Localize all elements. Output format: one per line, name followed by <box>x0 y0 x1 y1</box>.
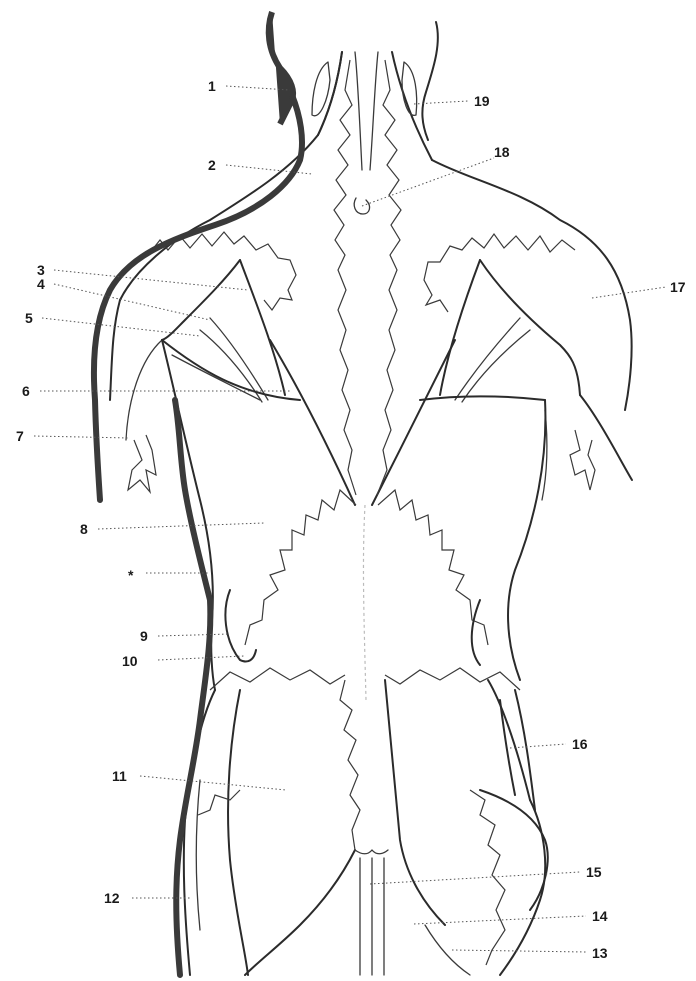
neck-right-edge <box>392 52 432 160</box>
label-12: 12 <box>104 890 120 906</box>
label-16: 16 <box>572 736 588 752</box>
right-torso-edge <box>508 400 545 680</box>
spine-center-line <box>363 505 366 700</box>
label-1: 1 <box>208 78 216 94</box>
leader-10 <box>158 656 244 660</box>
leader-4 <box>54 284 210 320</box>
lower-back <box>210 490 520 700</box>
label-5: 5 <box>25 310 33 326</box>
left-arm-inner <box>126 340 162 440</box>
trap-lower-left <box>270 340 355 505</box>
leader-3 <box>54 270 248 290</box>
right-lat-border <box>420 396 545 400</box>
left-thigh-line <box>196 780 200 930</box>
spine-zig-left <box>334 60 356 495</box>
label-18: 18 <box>494 144 510 160</box>
left-iliac-crest <box>210 668 345 690</box>
label-9: 9 <box>140 628 148 644</box>
right-tfl <box>515 690 535 810</box>
left-gluteus-outer <box>228 690 248 975</box>
label-8: 8 <box>80 521 88 537</box>
neck-tendon-1 <box>355 52 362 170</box>
hamstring-line <box>425 925 470 975</box>
leader-16 <box>510 744 566 748</box>
right-oblique-flap <box>472 600 480 665</box>
left-oblique-flap <box>225 590 256 662</box>
left-neck-muscle <box>312 62 330 116</box>
right-arm <box>580 395 632 480</box>
left-shoulder <box>120 135 318 300</box>
leader-19 <box>414 101 468 104</box>
label-19: 19 <box>474 93 490 109</box>
left-infraspinatus <box>240 260 285 395</box>
right-teres-upper <box>480 260 580 395</box>
label-6: 6 <box>22 383 30 399</box>
label-13: 13 <box>592 945 608 961</box>
left-gluteus-inner <box>340 680 360 850</box>
leader-17 <box>592 287 666 298</box>
leader-7 <box>34 436 130 438</box>
trap-neck-left <box>318 52 342 135</box>
left-glut-zig <box>198 790 240 815</box>
right-shoulder-muscles <box>420 234 595 490</box>
spine-zig-right <box>377 60 401 495</box>
neck-right-outer <box>422 22 437 140</box>
leader-13 <box>452 950 586 952</box>
right-deltoid-zig <box>424 234 575 312</box>
leader-11 <box>140 776 286 790</box>
label-7: 7 <box>16 428 24 444</box>
label-4: 4 <box>37 276 45 292</box>
leader-18 <box>362 158 494 206</box>
label-star: * <box>128 567 134 583</box>
right-teres-minor <box>455 318 520 400</box>
neck-tendon-2 <box>370 52 378 170</box>
leader-5 <box>42 318 200 336</box>
vertebra-prominens <box>354 198 369 214</box>
label-15: 15 <box>586 864 602 880</box>
left-arm-tendon <box>128 435 156 492</box>
left-shoulder-muscles <box>128 232 300 492</box>
right-hip-edge <box>488 680 530 800</box>
left-gluteus-lower <box>245 850 355 975</box>
left-teres-upper <box>162 260 240 340</box>
left-lat-aponeurosis <box>245 490 356 645</box>
right-tfl-inner <box>500 700 515 795</box>
right-lat-aponeurosis <box>378 490 488 645</box>
band-1-top <box>269 12 293 124</box>
trap-lower-right <box>372 340 455 505</box>
label-10: 10 <box>122 653 138 669</box>
label-2: 2 <box>208 157 216 173</box>
gluteal-cleft <box>355 850 388 854</box>
right-infraspinatus <box>440 260 480 395</box>
right-teres-major <box>462 330 530 402</box>
right-gluteus-inner <box>385 680 445 925</box>
right-iliac-crest <box>385 668 520 690</box>
gluteal-region <box>196 680 547 975</box>
label-17: 17 <box>670 279 686 295</box>
leader-9 <box>158 634 230 636</box>
neck-left-edge <box>318 52 342 135</box>
left-teres-minor <box>210 318 268 400</box>
labels: 1 2 3 4 5 6 7 8 * 9 10 11 12 13 14 15 16 <box>16 78 686 961</box>
left-arm-outer <box>110 300 120 400</box>
leader-15 <box>370 872 580 884</box>
right-arm-tendon <box>570 430 595 490</box>
right-shoulder <box>432 160 632 410</box>
label-14: 14 <box>592 908 608 924</box>
right-gluteus-medius <box>480 790 548 910</box>
label-11: 11 <box>112 768 127 784</box>
left-lat-top <box>172 355 260 400</box>
leader-8 <box>98 523 264 529</box>
band-left-arm <box>94 95 302 500</box>
band-left-flank <box>175 400 210 975</box>
